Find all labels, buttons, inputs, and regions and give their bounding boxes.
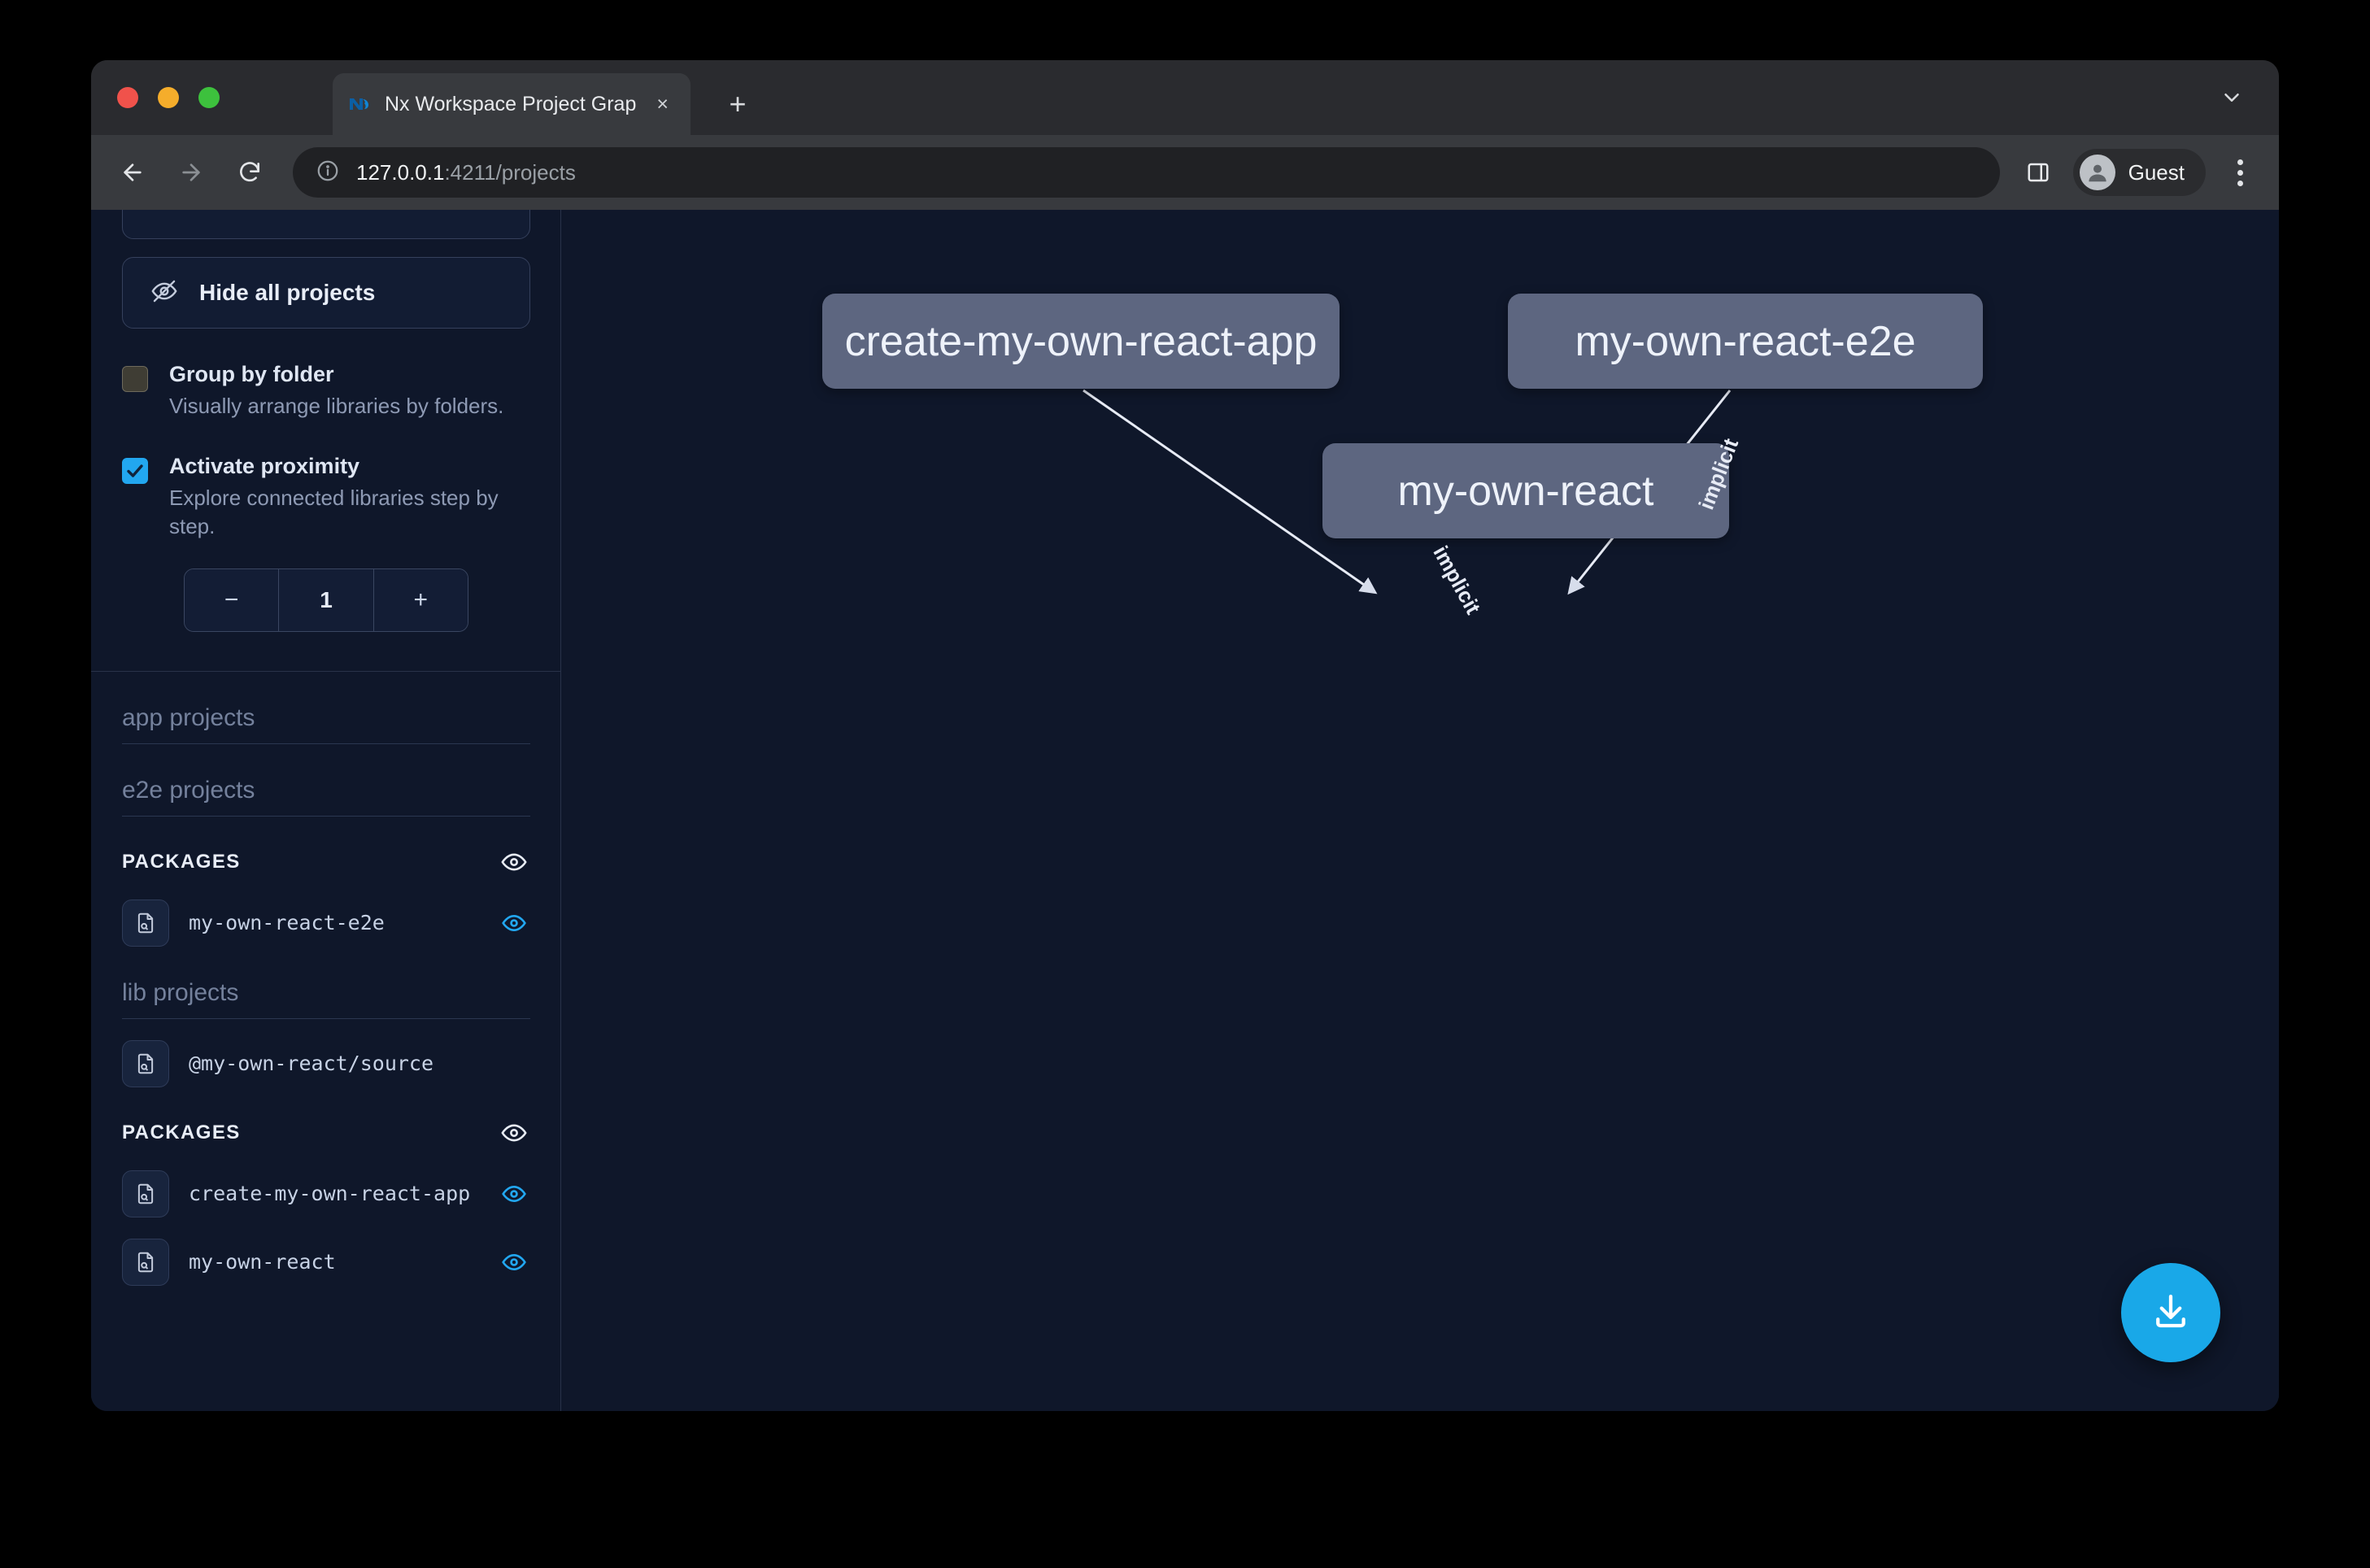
minimize-window-button[interactable]	[158, 87, 179, 108]
list-item[interactable]: my-own-react	[122, 1238, 530, 1286]
chevron-down-icon[interactable]	[2217, 83, 2246, 112]
section-label: PACKAGES	[122, 1121, 241, 1143]
profile-chip[interactable]: Guest	[2072, 149, 2206, 196]
info-circle-icon[interactable]	[316, 159, 340, 187]
close-icon[interactable]: ×	[656, 92, 669, 115]
option-activate-proximity-description: Explore connected libraries step by step…	[169, 485, 499, 538]
eye-icon[interactable]	[498, 1178, 530, 1210]
option-group-by-folder[interactable]: Group by folder Visually arrange librari…	[122, 361, 530, 420]
section-header-packages-e2e[interactable]: PACKAGES	[122, 817, 530, 878]
section-header-packages-lib[interactable]: PACKAGES	[122, 1087, 530, 1149]
option-activate-proximity-label: Activate proximity	[169, 453, 360, 478]
eye-icon[interactable]	[498, 846, 530, 878]
section-label: PACKAGES	[122, 850, 241, 873]
show-all-projects-button[interactable]	[122, 210, 530, 239]
group-title-lib-projects: lib projects	[122, 947, 530, 1019]
document-search-icon	[122, 1169, 169, 1217]
eye-icon[interactable]	[498, 907, 530, 939]
tab-strip: Nx Workspace Project Graph × +	[91, 60, 2279, 135]
hide-all-projects-button[interactable]: Hide all projects	[122, 257, 530, 329]
toolbar-right-group: Guest	[2021, 149, 2256, 196]
list-item[interactable]: my-own-react-e2e	[122, 899, 530, 947]
option-group-by-folder-description: Visually arrange libraries by folders.	[169, 393, 504, 418]
proximity-stepper[interactable]: − 1 +	[184, 568, 468, 632]
download-graph-button[interactable]	[2121, 1263, 2220, 1362]
proximity-value: 1	[279, 568, 374, 631]
back-arrow-icon[interactable]	[114, 154, 151, 191]
node-label: my-own-react	[1397, 467, 1654, 515]
node-label: my-own-react-e2e	[1575, 317, 1916, 365]
document-search-icon	[122, 1238, 169, 1286]
nx-logo-icon	[347, 92, 372, 116]
page-viewport: Hide all projects Group by folder Visual…	[91, 210, 2279, 1411]
option-activate-proximity-body: Activate proximity Explore connected lib…	[169, 453, 530, 541]
graph-node-create-my-own-react-app[interactable]: create-my-own-react-app	[822, 294, 1340, 389]
document-search-icon	[122, 1039, 169, 1087]
group-title-app-projects: app projects	[122, 672, 530, 744]
eye-icon[interactable]	[498, 1117, 530, 1149]
group-title-e2e-projects: e2e projects	[122, 744, 530, 817]
project-sidebar[interactable]: Hide all projects Group by folder Visual…	[91, 210, 561, 1411]
url-host: 127.0.0.1	[356, 159, 445, 185]
url-text: 127.0.0.1:4211/projects	[356, 160, 576, 185]
kebab-menu-icon[interactable]	[2224, 154, 2256, 191]
reload-icon[interactable]	[231, 154, 268, 191]
side-panel-icon[interactable]	[2021, 155, 2055, 189]
maximize-window-button[interactable]	[198, 87, 220, 108]
project-name: @my-own-react/source	[189, 1052, 434, 1076]
option-group-by-folder-label: Group by folder	[169, 362, 334, 386]
graph-node-my-own-react[interactable]: my-own-react	[1322, 443, 1729, 538]
window-traffic-lights	[117, 87, 220, 108]
project-graph-canvas[interactable]: create-my-own-react-app my-own-react-e2e…	[561, 210, 2279, 1411]
hide-all-projects-label: Hide all projects	[199, 280, 376, 305]
option-group-by-folder-body: Group by folder Visually arrange librari…	[169, 361, 530, 420]
forward-arrow-icon[interactable]	[172, 154, 210, 191]
sidebar-divider	[91, 670, 560, 672]
project-name: my-own-react-e2e	[189, 911, 385, 935]
list-item[interactable]: create-my-own-react-app	[122, 1169, 530, 1217]
option-activate-proximity[interactable]: Activate proximity Explore connected lib…	[122, 453, 530, 541]
url-path: :4211/projects	[444, 159, 576, 185]
document-search-icon	[122, 899, 169, 947]
edge-create-to-core	[1083, 389, 1378, 595]
list-item[interactable]: @my-own-react/source	[122, 1039, 530, 1087]
browser-toolbar: 127.0.0.1:4211/projects Guest	[91, 135, 2279, 210]
profile-label: Guest	[2128, 159, 2185, 185]
node-label: create-my-own-react-app	[844, 317, 1318, 365]
new-tab-button[interactable]: +	[729, 87, 747, 120]
project-name: my-own-react	[189, 1250, 336, 1274]
proximity-increment-button[interactable]: +	[373, 568, 468, 631]
graph-edges	[1083, 389, 1732, 595]
checkbox-activate-proximity[interactable]	[122, 457, 148, 484]
graph-node-my-own-react-e2e[interactable]: my-own-react-e2e	[1508, 294, 1983, 389]
eye-slash-icon	[150, 277, 178, 309]
browser-window: Nx Workspace Project Graph × +	[91, 60, 2279, 1411]
tab-title: Nx Workspace Project Graph	[385, 92, 637, 115]
close-window-button[interactable]	[117, 87, 138, 108]
eye-icon[interactable]	[498, 1246, 530, 1278]
proximity-decrement-button[interactable]: −	[185, 568, 280, 631]
browser-tab[interactable]: Nx Workspace Project Graph ×	[333, 73, 691, 135]
checkbox-group-by-folder[interactable]	[122, 366, 148, 392]
project-name: create-my-own-react-app	[189, 1182, 471, 1206]
download-icon	[2149, 1289, 2193, 1337]
address-bar[interactable]: 127.0.0.1:4211/projects	[293, 147, 2000, 198]
avatar	[2079, 155, 2115, 190]
